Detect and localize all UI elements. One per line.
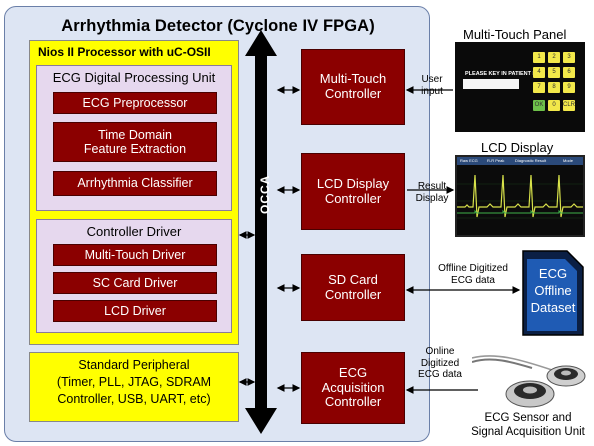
- ecg-waveform-icon: [457, 174, 583, 219]
- ecg-acquisition-controller: ECG Acquisition Controller: [301, 352, 405, 424]
- ecg-sensor-icon: [472, 355, 586, 408]
- online-data-label: Online Digitized ECG data: [418, 346, 462, 380]
- lcd-driver-block: LCD Driver: [53, 300, 217, 322]
- lcd-display-title: LCD Display: [481, 140, 554, 155]
- ecg-unit-title: ECG Digital Processing Unit: [52, 70, 216, 85]
- lcd-header-label: Raw ECG: [460, 158, 478, 163]
- multi-touch-driver-block: Multi-Touch Driver: [53, 244, 217, 266]
- sc-card-driver-block: SC Card Driver: [53, 272, 217, 294]
- feature-extraction-block: Time Domain Feature Extraction: [53, 122, 217, 162]
- multi-touch-panel-title: Multi-Touch Panel: [463, 27, 567, 42]
- standard-peripheral-box: Standard Peripheral (Timer, PLL, JTAG, S…: [29, 352, 239, 422]
- keypad-key: 8: [548, 82, 560, 93]
- arrhythmia-classifier-block: Arrhythmia Classifier: [53, 171, 217, 196]
- keypad-key: 2: [548, 52, 560, 63]
- controller-driver-title: Controller Driver: [86, 224, 182, 239]
- occa-bus-arrow: [245, 30, 277, 434]
- lcd-header-label: R-R Peak: [487, 158, 505, 163]
- fpga-title: Arrhythmia Detector (Cyclone IV FPGA): [61, 17, 375, 35]
- multi-touch-controller: Multi-Touch Controller: [301, 49, 405, 125]
- sd-card-icon: [522, 250, 584, 336]
- lcd-display-image: Raw ECG R-R Peak Diagnostic Result Mode: [455, 155, 585, 237]
- user-input-label: User input: [421, 74, 443, 97]
- keypad-key: 9: [563, 82, 575, 93]
- nios-processor-box: Nios II Processor with uC-OSII ECG Digit…: [29, 40, 239, 345]
- sd-card-controller: SD Card Controller: [301, 254, 405, 321]
- keypad-key: CLR: [563, 100, 575, 111]
- ecg-processing-unit: ECG Digital Processing Unit ECG Preproce…: [36, 65, 232, 211]
- lcd-display-controller: LCD Display Controller: [301, 153, 405, 230]
- controller-driver-group: Controller Driver Multi-Touch Driver SC …: [36, 219, 232, 333]
- keypad-key: 5: [548, 67, 560, 78]
- keypad-key: 4: [533, 67, 545, 78]
- offline-data-label: Offline Digitized ECG data: [438, 263, 508, 286]
- keypad-key: 0: [548, 100, 560, 111]
- panel-prompt: PLEASE KEY IN PATIENT ID: [465, 71, 539, 77]
- result-display-label: Result Display: [415, 181, 449, 204]
- ecg-sensor-caption: ECG Sensor and Signal Acquisition Unit: [471, 412, 585, 438]
- sd-card-label: ECG Offline Dataset: [530, 266, 576, 315]
- panel-input-field: [463, 79, 519, 89]
- lcd-header-bar: Raw ECG R-R Peak Diagnostic Result Mode: [457, 157, 583, 165]
- ecg-preprocessor-block: ECG Preprocessor: [53, 92, 217, 114]
- keypad-key: 7: [533, 82, 545, 93]
- lcd-header-label: Diagnostic Result: [515, 158, 547, 163]
- lcd-header-label: Mode: [563, 158, 574, 163]
- keypad-key: 3: [563, 52, 575, 63]
- keypad-key: 1: [533, 52, 545, 63]
- keypad-key: OK: [533, 100, 545, 111]
- keypad-key: 6: [563, 67, 575, 78]
- nios-title: Nios II Processor with uC-OSII: [38, 45, 211, 59]
- multi-touch-panel-image: PLEASE KEY IN PATIENT ID 1 2 3 4 5 6 7 8…: [455, 42, 585, 132]
